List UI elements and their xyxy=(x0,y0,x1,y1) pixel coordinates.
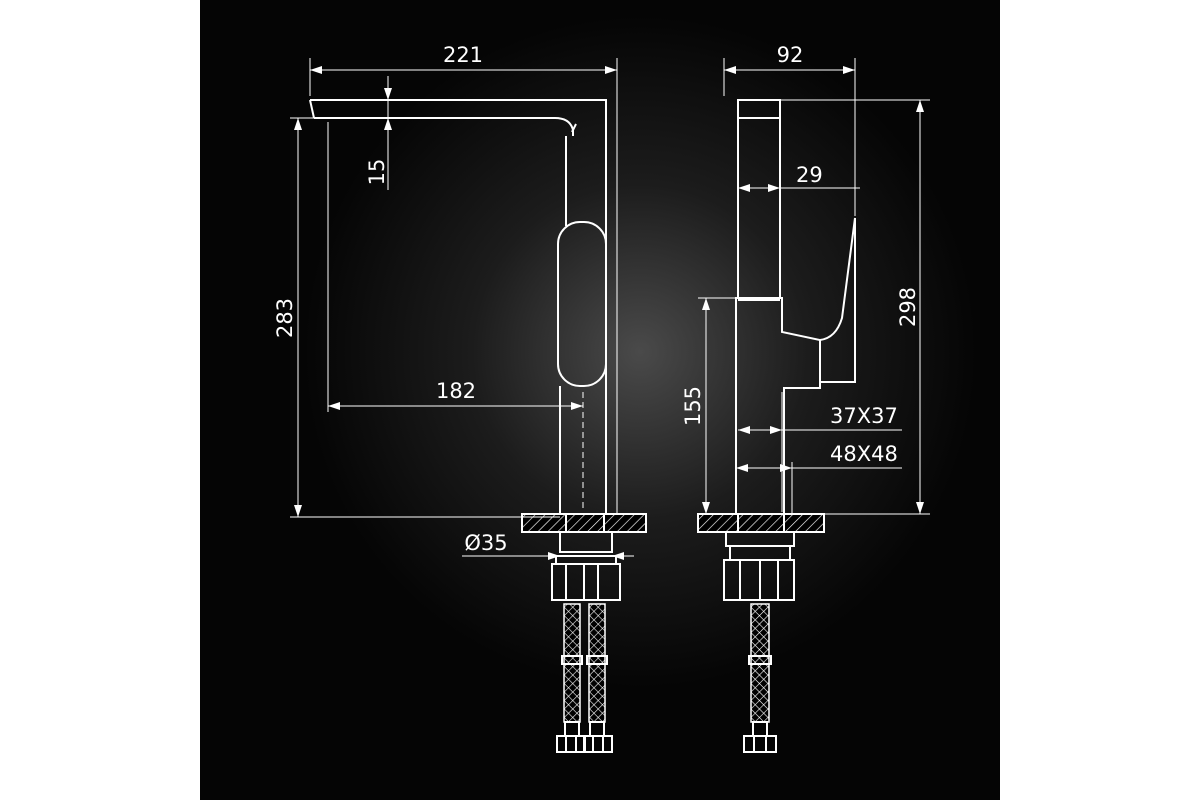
front-nut xyxy=(551,563,621,601)
dim-section-large: 48X48 xyxy=(830,442,898,466)
dim-spout-drop: 15 xyxy=(365,159,389,186)
front-handle xyxy=(557,221,607,387)
front-fitting-right xyxy=(583,735,613,753)
side-base-plate xyxy=(697,513,825,533)
side-fitting xyxy=(743,735,777,753)
dim-reach: 182 xyxy=(436,379,476,403)
dim-depth: 92 xyxy=(777,43,804,67)
side-dimensions: 92 29 298 155 37X37 48X48 xyxy=(681,43,930,515)
dim-handle-offset: 29 xyxy=(796,163,823,187)
dim-section-small: 37X37 xyxy=(830,404,898,428)
front-shank xyxy=(559,531,613,553)
side-view xyxy=(697,99,856,753)
dim-base-diameter: Ø35 xyxy=(464,531,507,555)
dim-body-height: 155 xyxy=(681,386,705,426)
front-view xyxy=(309,99,647,753)
front-dimensions: 221 15 283 182 Ø35 xyxy=(273,43,634,560)
dim-width-total: 221 xyxy=(443,43,483,67)
dim-height-total: 298 xyxy=(896,287,920,327)
dim-height-spout: 283 xyxy=(273,298,297,338)
